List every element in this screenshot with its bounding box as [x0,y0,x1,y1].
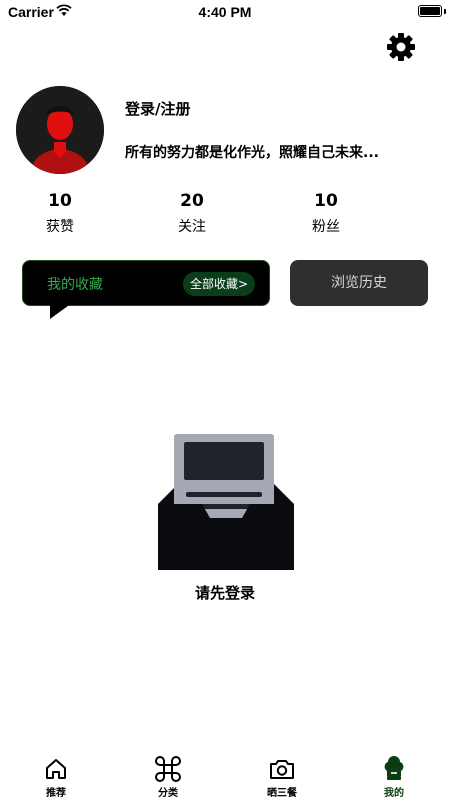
clock: 4:40 PM [198,4,252,20]
bottom-tab-bar: 推荐 分类 晒三餐 我的 [0,748,450,800]
stat-following-value: 20 [180,191,204,211]
avatar[interactable] [16,86,104,174]
gear-icon[interactable] [386,32,416,62]
tab-category[interactable]: 分类 [138,756,198,799]
user-silhouette-icon [16,86,104,174]
tab-mine[interactable]: 我的 [364,756,424,799]
chef-hat-icon [384,756,404,780]
all-favorites-button[interactable]: 全部收藏> [183,272,256,296]
battery-icon [418,5,442,17]
tab-recommend[interactable]: 推荐 [26,756,86,799]
command-icon [155,756,181,782]
stat-followers-value: 10 [314,191,338,211]
wifi-icon [56,4,72,16]
tab-recommend-label: 推荐 [46,788,66,799]
speech-tail [50,303,72,319]
stat-likes-label: 获赞 [46,219,74,235]
camera-icon [270,760,294,779]
stat-followers-label: 粉丝 [312,219,340,235]
tab-category-label: 分类 [158,788,178,799]
stat-likes-value: 10 [48,191,72,211]
home-icon [46,759,66,779]
tab-share-meals-label: 晒三餐 [267,788,297,799]
tab-favorites-label: 我的收藏 [47,277,103,293]
stat-likes[interactable]: 10 获赞 [30,190,90,236]
stat-followers[interactable]: 10 粉丝 [296,190,356,236]
tab-share-meals[interactable]: 晒三餐 [252,756,312,799]
tab-favorites[interactable]: 我的收藏 全部收藏> [22,260,270,306]
battery-tip [444,9,446,14]
tab-history[interactable]: 浏览历史 [290,260,428,306]
login-register-link[interactable]: 登录/注册 [125,100,191,118]
stat-following[interactable]: 20 关注 [162,190,222,236]
stat-following-label: 关注 [178,219,206,235]
carrier-label: Carrier [8,4,54,20]
profile-motto: 所有的努力都是化作光，照耀自己未来... [125,145,379,161]
status-bar: Carrier 4:40 PM [0,0,450,24]
please-login-message: 请先登录 [194,584,255,602]
empty-inbox-icon [158,434,294,570]
tab-mine-label: 我的 [384,788,404,799]
